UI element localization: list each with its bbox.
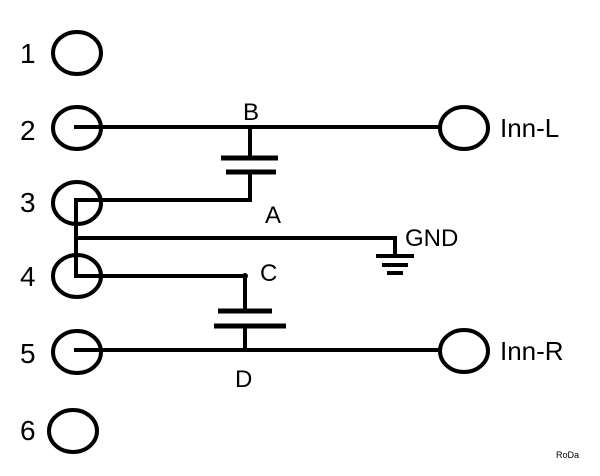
pin-6-label: 6 [20, 415, 36, 446]
node-b-label: B [243, 99, 259, 126]
pin-2-label: 2 [20, 115, 36, 146]
capacitor-bottom [214, 308, 286, 329]
inn-r-terminal-circle [438, 328, 490, 374]
pin-1-label: 1 [20, 38, 36, 69]
node-c-label: C [260, 260, 277, 287]
junction-dot-c [242, 273, 248, 279]
ground-icon [376, 254, 414, 275]
gnd-label: GND [405, 225, 458, 252]
pin-5-label: 5 [20, 338, 36, 369]
capacitor-top [221, 155, 278, 175]
inn-r-label: Inn-R [500, 336, 564, 366]
pin-1-circle [51, 30, 103, 76]
node-a-label: A [265, 202, 281, 229]
author-signature: RoDa [556, 450, 580, 460]
inn-l-label: Inn-L [500, 113, 559, 143]
pin-3-label: 3 [20, 187, 36, 218]
pin-6-circle [47, 408, 99, 454]
node-d-label: D [235, 366, 252, 393]
pin-4-label: 4 [20, 261, 36, 292]
inn-l-terminal-circle [438, 105, 490, 151]
